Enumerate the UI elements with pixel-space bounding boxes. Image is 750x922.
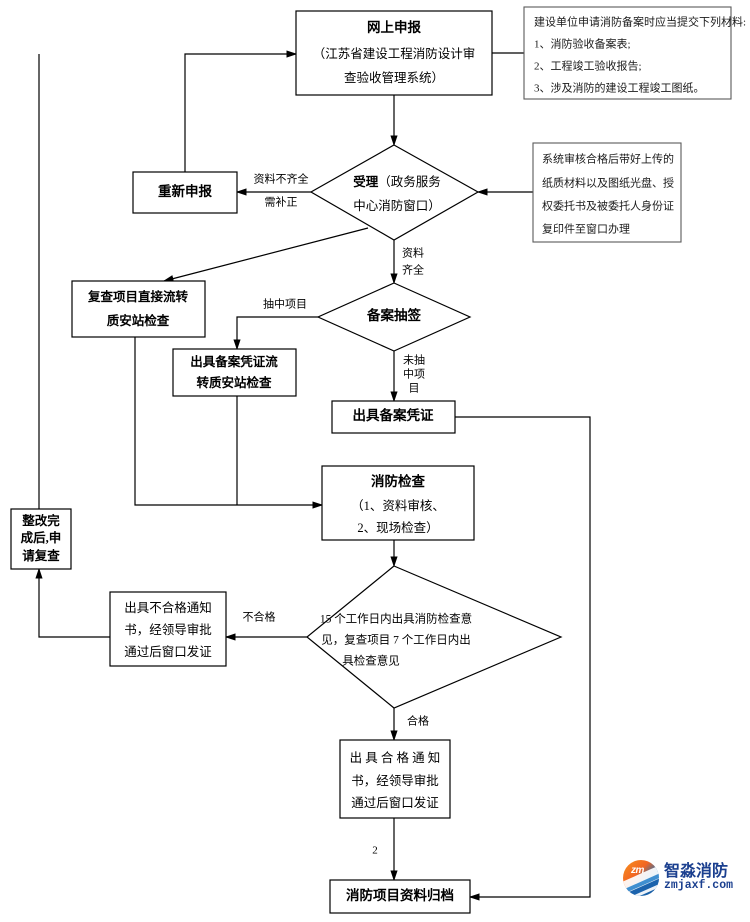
edge-label-complete-1: 资料 (402, 246, 424, 260)
node-pass-notice-line-0: 出 具 合 格 通 知 (350, 750, 441, 765)
node-recheck-line-1: 质安站检查 (107, 313, 170, 328)
edge-label-not-selected-3: 目 (409, 383, 420, 395)
node-reapply-label: 重新申报 (158, 183, 212, 199)
node-issue-cert[interactable]: 出具备案凭证 (331, 400, 456, 434)
edge-fail-to-rectify (35, 567, 110, 638)
node-reapply[interactable]: 重新申报 (132, 171, 238, 214)
note-window-line-1: 纸质材料以及图纸光盘、授 (542, 176, 674, 190)
node-pass-notice-line-2: 通过后窗口发证 (351, 795, 439, 810)
node-fire-inspection-line-0: 消防检查 (371, 473, 425, 489)
note-materials-line-3: 3、涉及消防的建设工程竣工图纸。 (534, 81, 705, 95)
edge-label-incomplete-2: 需补正 (265, 196, 298, 209)
node-cert-transfer-line-1: 转质安站检查 (196, 375, 272, 390)
node-inspection-decision[interactable]: 15 个工作日内出具消防检查意 见，复查项目 7 个工作日内出 具检查意见 (306, 565, 563, 709)
brand-url: zmjaxf.com (664, 879, 734, 893)
edge-accept-to-recheck (162, 227, 369, 283)
brand-name: 智淼消防 (664, 863, 729, 881)
node-archive-label: 消防项目资料归档 (346, 887, 454, 903)
note-window-line-3: 复印件至窗口办理 (542, 222, 630, 236)
note-materials: 建设单位申请消防备案时应当提交下列材料: 1、消防验收备案表; 2、工程竣工验收… (523, 6, 746, 100)
node-lottery-label: 备案抽签 (366, 307, 421, 323)
node-issue-cert-transfer[interactable]: 出具备案凭证流 转质安站检查 (172, 348, 297, 397)
note-materials-line-1: 1、消防验收备案表; (534, 37, 631, 51)
edge-recheck-to-inspection (134, 337, 324, 509)
node-fire-inspection[interactable]: 消防检查 （1、资料审核、 2、现场检查） (321, 465, 475, 541)
node-decision-line-0: 15 个工作日内出具消防检查意 (320, 612, 472, 626)
node-rectify-line-1: 成后,申 (21, 530, 62, 545)
node-decision-line-1: 见，复查项目 7 个工作日内出 (321, 633, 471, 647)
edge-lottery-to-transfer (233, 316, 318, 351)
edge-label-incomplete-1: 资料不齐全 (254, 172, 309, 186)
site-watermark-logo: zm 智淼消防 zmjaxf.com (623, 857, 745, 899)
edge-label-complete-2: 齐全 (402, 263, 424, 277)
node-online-apply-line-1: （江苏省建设工程消防设计审 (313, 46, 476, 61)
node-rectify-line-0: 整改完 (22, 513, 60, 528)
node-decision-line-2: 具检查意见 (342, 654, 400, 668)
edge-label-selected: 抽中项目 (263, 297, 307, 311)
node-recheck-direct[interactable]: 复查项目直接流转 质安站检查 (71, 280, 206, 338)
note-materials-line-0: 建设单位申请消防备案时应当提交下列材料: (534, 15, 746, 29)
node-fire-inspection-line-1: （1、资料审核、 (351, 498, 445, 513)
node-accept-line-0: 受理（政务服务 (353, 174, 441, 189)
node-cert-transfer-line-0: 出具备案凭证流 (190, 354, 278, 369)
node-accept-rest: （政务服务 (378, 174, 441, 189)
node-fail-notice-line-0: 出具不合格通知 (124, 600, 212, 615)
edge-label-not-selected-1: 未抽 (403, 353, 425, 367)
node-pass-notice[interactable]: 出 具 合 格 通 知 书，经领导审批 通过后窗口发证 (339, 739, 451, 819)
note-window-line-2: 权委托书及被委托人身份证 (542, 199, 674, 213)
node-rectify[interactable]: 整改完 成后,申 请复查 (10, 508, 72, 570)
node-online-apply-line-0: 网上申报 (367, 19, 421, 35)
edge-reapply-loop (184, 50, 298, 172)
node-fail-notice[interactable]: 出具不合格通知 书，经领导审批 通过后窗口发证 (109, 591, 227, 667)
node-record-lottery[interactable]: 备案抽签 (316, 282, 472, 352)
edge-cert-to-archive (455, 416, 591, 901)
node-recheck-line-0: 复查项目直接流转 (87, 289, 189, 304)
node-online-apply[interactable]: 网上申报 （江苏省建设工程消防设计审 查验收管理系统） (295, 10, 493, 96)
edge-label-pass: 合格 (407, 714, 429, 728)
note-window-line-0: 系统审核合格后带好上传的 (542, 152, 674, 166)
edge-label-fail: 不合格 (243, 610, 276, 624)
node-accept[interactable]: 受理（政务服务 中心消防窗口） (309, 144, 480, 241)
brand-mark-text: zm (631, 865, 644, 876)
node-pass-notice-line-1: 书，经领导审批 (351, 773, 439, 788)
node-fail-notice-line-1: 书，经领导审批 (124, 622, 212, 637)
node-rectify-line-2: 请复查 (22, 548, 60, 563)
node-fail-notice-line-2: 通过后窗口发证 (124, 644, 212, 659)
node-accept-line-1: 中心消防窗口） (353, 198, 441, 213)
edge-label-not-selected-2: 中项 (403, 368, 425, 381)
brand-text-group: 智淼消防 zmjaxf.com (664, 863, 733, 893)
brand-mark-icon: zm (623, 860, 659, 896)
node-online-apply-line-2: 查验收管理系统） (344, 70, 444, 85)
note-materials-line-2: 2、工程竣工验收报告; (534, 59, 642, 73)
node-fire-inspection-line-2: 2、现场检查） (357, 520, 438, 535)
node-accept-bold: 受理 (353, 174, 379, 189)
note-window-handling: 系统审核合格后带好上传的 纸质材料以及图纸光盘、授 权委托书及被委托人身份证 复… (532, 142, 682, 243)
node-issue-cert-label: 出具备案凭证 (353, 407, 434, 423)
node-archive[interactable]: 消防项目资料归档 (329, 879, 471, 914)
edge-label-step-two: 2 (372, 845, 378, 857)
